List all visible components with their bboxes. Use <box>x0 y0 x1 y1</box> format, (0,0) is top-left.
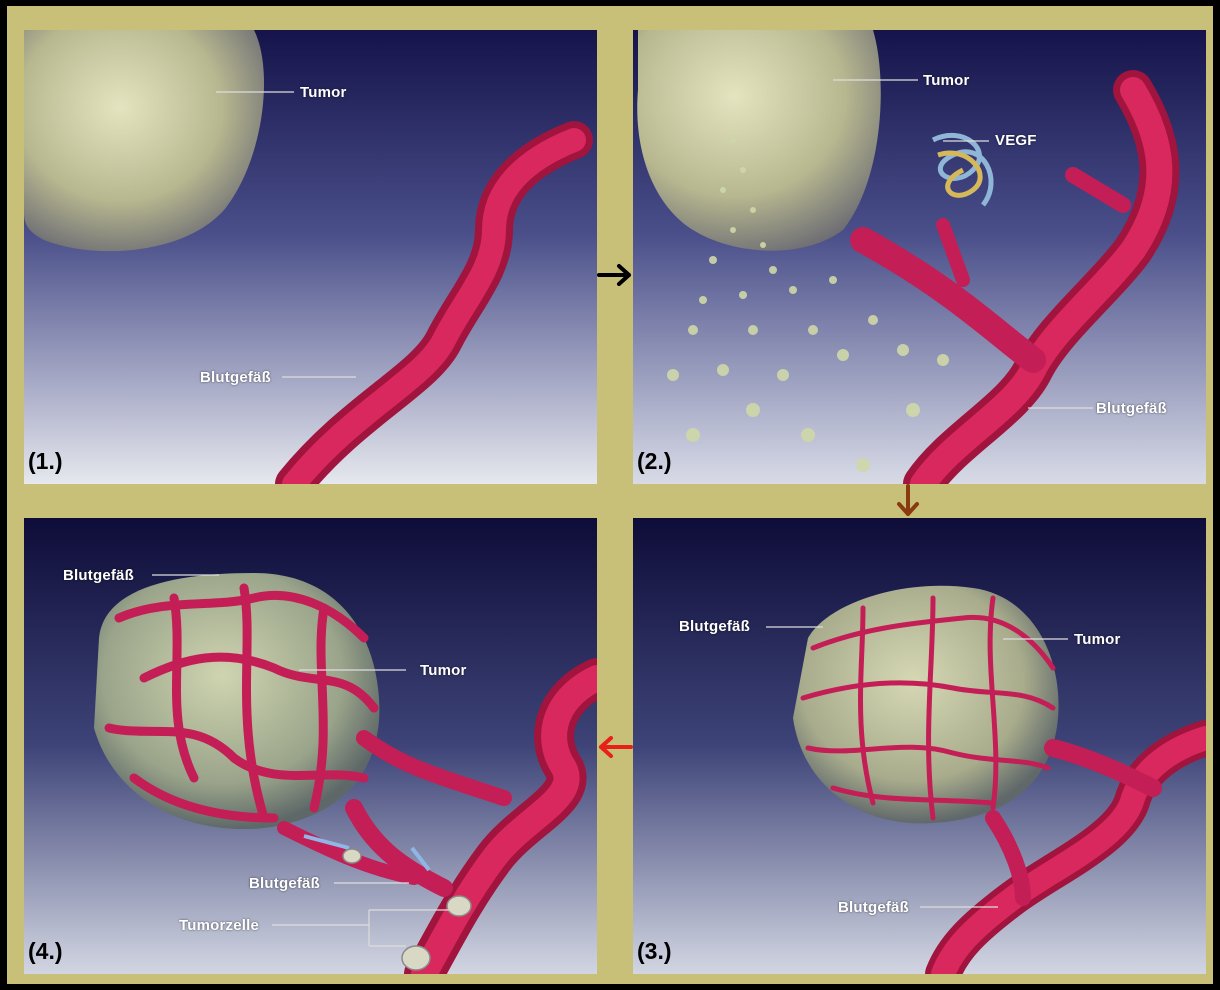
label-vegf: VEGF <box>995 132 1037 149</box>
label-tumor: Tumor <box>1074 631 1121 648</box>
label-blood-vessel: Blutgefäß <box>1096 400 1167 417</box>
step-number: (2.) <box>637 448 672 475</box>
label-blood-vessel-bottom: Blutgefäß <box>838 899 909 916</box>
panel-step-3: Blutgefäß Tumor Blutgefäß (3.) <box>633 518 1206 974</box>
label-tumor: Tumor <box>923 72 970 89</box>
step-number: (4.) <box>28 938 63 965</box>
label-tumor-cell: Tumorzelle <box>179 917 259 934</box>
panel-step-2: Tumor VEGF Blutgefäß (2.) <box>633 30 1206 484</box>
arrow-step-3-to-4 <box>597 735 633 759</box>
label-blood-vessel: Blutgefäß <box>200 369 271 386</box>
panel-step-1: Tumor Blutgefäß (1.) <box>24 30 597 484</box>
panel-4-illustration <box>24 518 597 974</box>
panel-3-illustration <box>633 518 1206 974</box>
step-number: (3.) <box>637 938 672 965</box>
arrow-step-1-to-2 <box>597 263 633 287</box>
arrow-step-2-to-3 <box>895 484 921 518</box>
label-tumor: Tumor <box>300 84 347 101</box>
panel-step-4: Blutgefäß Tumor Blutgefäß Tumorzelle (4.… <box>24 518 597 974</box>
label-blood-vessel-bottom: Blutgefäß <box>249 875 320 892</box>
label-blood-vessel-top: Blutgefäß <box>679 618 750 635</box>
label-tumor: Tumor <box>420 662 467 679</box>
step-number: (1.) <box>28 448 63 475</box>
label-blood-vessel-top: Blutgefäß <box>63 567 134 584</box>
